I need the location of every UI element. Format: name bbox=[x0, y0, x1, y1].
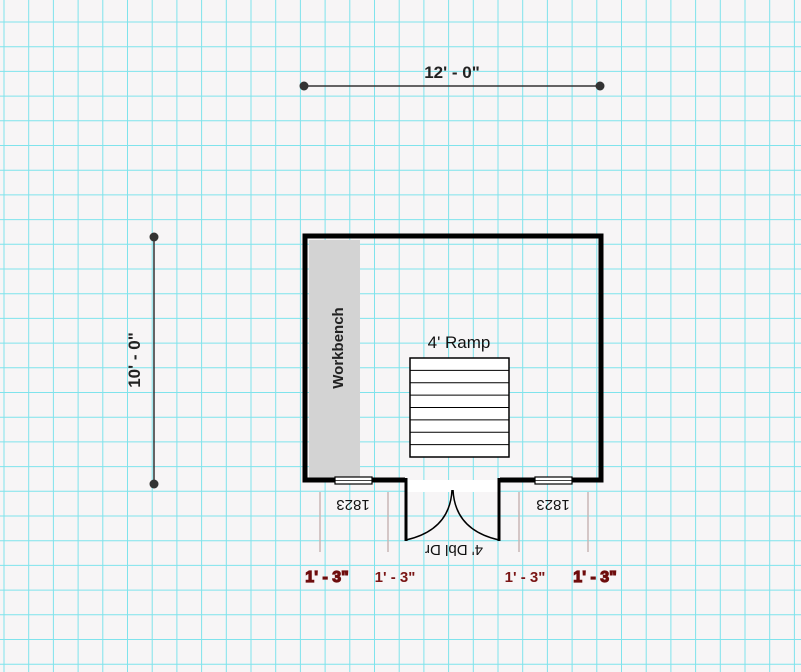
workbench-label: Workbench bbox=[330, 307, 347, 388]
walls[interactable] bbox=[302, 233, 604, 483]
offset-label: 1' - 3" bbox=[573, 569, 616, 586]
height-dimension: 10' - 0" bbox=[125, 232, 159, 489]
window-left[interactable]: 1823 bbox=[334, 476, 373, 513]
width-dimension: 12' - 0" bbox=[299, 63, 605, 91]
offset-label: 1' - 3" bbox=[305, 569, 348, 586]
window-right[interactable]: 1823 bbox=[534, 476, 573, 513]
workbench[interactable]: Workbench bbox=[309, 240, 360, 478]
double-door[interactable]: 4' Dbl Dr bbox=[404, 478, 501, 558]
width-label: 12' - 0" bbox=[424, 63, 480, 82]
door-label: 4' Dbl Dr bbox=[425, 541, 483, 558]
window-label: 1823 bbox=[336, 496, 369, 513]
ramp-label: 4' Ramp bbox=[428, 333, 491, 352]
ramp[interactable]: 4' Ramp bbox=[409, 333, 510, 458]
offset-label: 1' - 3" bbox=[505, 569, 546, 586]
height-label: 10' - 0" bbox=[125, 332, 144, 388]
offset-label: 1' - 3" bbox=[375, 569, 416, 586]
window-label: 1823 bbox=[536, 496, 569, 513]
offset-guides bbox=[319, 492, 589, 552]
